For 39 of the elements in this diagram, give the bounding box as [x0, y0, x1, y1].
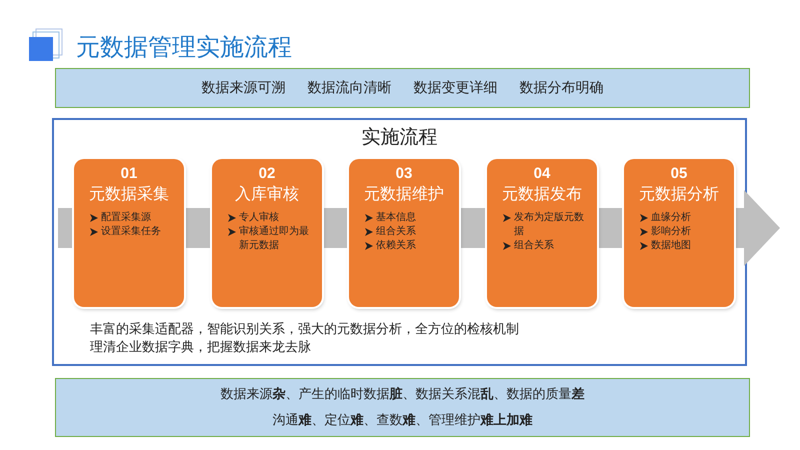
process-card	[624, 159, 734, 307]
step-title: 入库审核	[234, 184, 300, 205]
bullet-text: 影响分析	[651, 225, 691, 239]
step-title: 元数据维护	[363, 184, 445, 205]
process-card	[349, 159, 459, 307]
process-card	[487, 159, 597, 307]
bullet-text: 发布为定版元数据	[514, 211, 585, 239]
banner	[55, 378, 750, 437]
bullet-text: 数据地图	[651, 239, 691, 253]
bullet-text: 设置采集任务	[101, 225, 161, 239]
bullet-text: 组合关系	[514, 239, 554, 253]
step-title: 元数据发布	[501, 184, 583, 205]
step-number: 05	[670, 165, 688, 182]
description-text: 理清企业数据字典，把握数据来龙去脉	[90, 339, 311, 356]
process-card	[74, 159, 184, 307]
banner-text: 数据流向清晰	[308, 79, 392, 97]
description-text: 丰富的采集适配器，智能识别关系，强大的元数据分析，全方位的检核机制	[90, 321, 519, 338]
bullet-text: 组合关系	[376, 225, 416, 239]
title: 元数据管理实施流程	[76, 32, 292, 63]
step-number: 04	[532, 165, 552, 182]
step-number: 03	[394, 165, 414, 182]
step-number: 02	[258, 165, 276, 182]
heading: 实施流程	[360, 125, 438, 150]
process-card	[212, 159, 322, 307]
bullet-text: 依赖关系	[376, 239, 416, 253]
banner-text: 沟通难、定位难、查数难、管理维护难上加难	[272, 412, 532, 430]
bullet-text: 专人审核	[239, 211, 279, 225]
banner-text: 数据来源杂、产生的临时数据脏、数据关系混乱、数据的质量差	[220, 386, 584, 404]
banner-text: 数据分布明确	[520, 79, 604, 97]
bullet-text: 配置采集源	[101, 211, 151, 225]
bullet-text: 基本信息	[376, 211, 416, 225]
banner-text: 数据来源可溯	[202, 79, 286, 97]
banner	[55, 68, 750, 108]
step-title: 元数据分析	[638, 184, 720, 205]
bullet-text: 审核通过即为最新元数据	[239, 225, 310, 253]
bullet-text: 血缘分析	[651, 211, 691, 225]
step-title: 元数据采集	[88, 184, 170, 205]
step-number: 01	[120, 165, 138, 182]
banner-text: 数据变更详细	[414, 79, 498, 97]
